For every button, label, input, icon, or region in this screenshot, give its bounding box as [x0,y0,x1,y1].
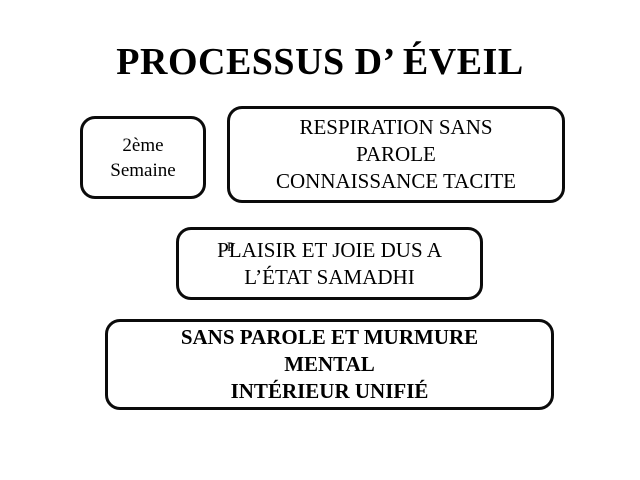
breath-box[interactable]: RESPIRATION SANS PAROLE CONNAISSANCE TAC… [227,106,565,203]
week-box-label: 2ème Semaine [110,134,176,181]
week-box[interactable]: 2ème Semaine [80,116,206,199]
breath-box-label: RESPIRATION SANS PAROLE CONNAISSANCE TAC… [275,115,517,193]
silence-box-label: SANS PAROLE ET MURMURE MENTAL INTÉRIEUR … [180,325,479,403]
joy-box-label: PLAISIR ET JOIE DUS A L’ÉTAT SAMADHI [217,237,442,289]
page-title: PROCESSUS D’ ÉVEIL [116,41,524,83]
silence-box[interactable]: SANS PAROLE ET MURMURE MENTAL INTÉRIEUR … [105,319,554,410]
joy-box[interactable]: PLAISIR ET JOIE DUS A L’ÉTAT SAMADHI P [176,227,483,300]
